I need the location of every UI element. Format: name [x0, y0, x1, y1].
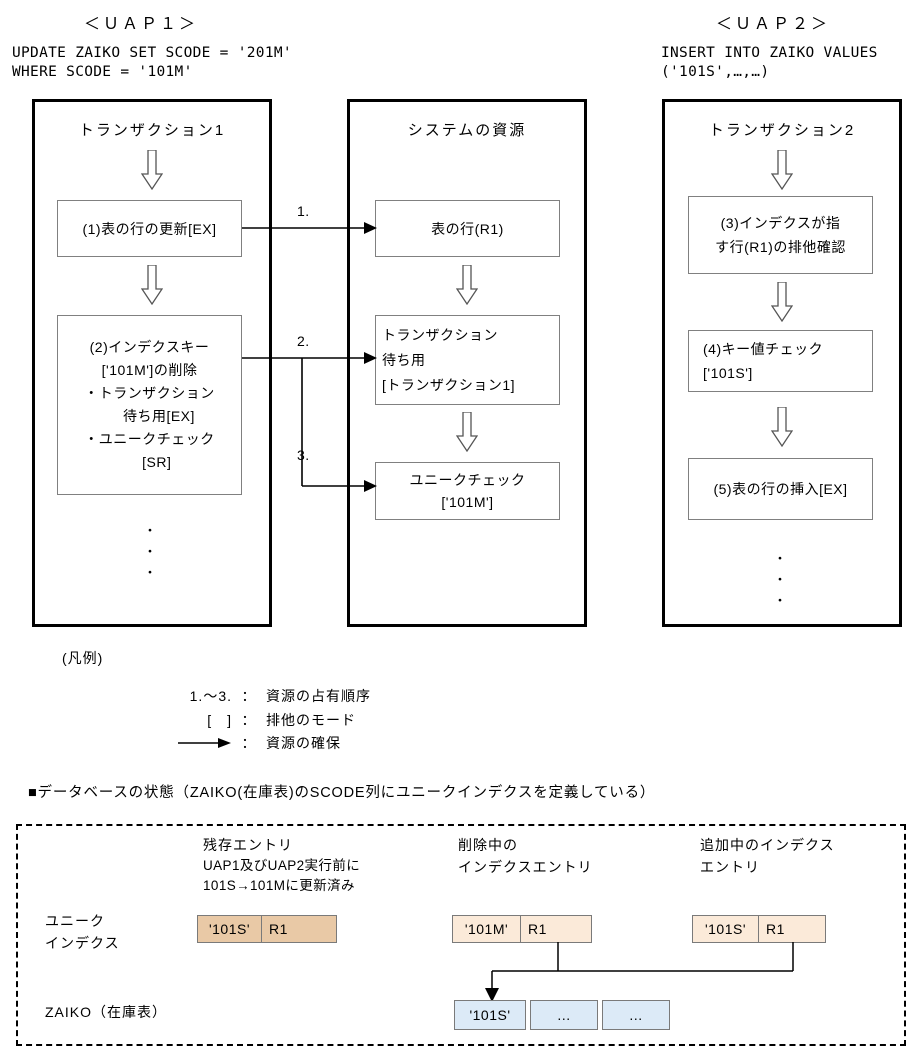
legend-description: 資源の占有順序: [266, 688, 371, 704]
uap2-title: ＜ＵＡＰ２＞: [716, 16, 831, 33]
flow-arrow-down-icon: [140, 264, 164, 306]
zaiko-cell: …: [530, 1000, 598, 1030]
transaction1-title: トランザクション1: [78, 122, 226, 139]
legend-row: ： 資源の確保: [160, 733, 341, 753]
resource-table-row[interactable]: 表の行(R1): [375, 200, 560, 257]
legend-heading: (凡例): [62, 650, 104, 666]
flow-arrow-down-icon: [140, 149, 164, 191]
annotation-title-adding-entry: 追加中のインデクス エントリ: [700, 837, 835, 875]
step-1-update-row[interactable]: (1)表の行の更新[EX]: [57, 200, 242, 257]
connector-label-2: 2.: [297, 333, 310, 349]
zaiko-cell: …: [602, 1000, 670, 1030]
flow-arrow-down-icon: [455, 411, 479, 453]
step-2-delete-index-key[interactable]: (2)インデクスキー ['101M']の削除 ・トランザクション 待ち用[EX]…: [57, 315, 242, 495]
annotation-title-existing-entry: 残存エントリ: [203, 837, 293, 853]
flow-arrow-down-icon: [455, 264, 479, 306]
resource-unique-check[interactable]: ユニークチェック ['101M']: [375, 462, 560, 520]
index-to-row-pointers: [485, 942, 794, 1002]
legend-arrow-icon: [160, 735, 232, 751]
zaiko-cell: '101S': [454, 1000, 526, 1030]
row-label-zaiko-table: ZAIKO（在庫表）: [45, 1004, 168, 1020]
resource-transaction-wait[interactable]: トランザクション 待ち用 [トランザクション1]: [375, 315, 560, 405]
legend-row: 1.～3. ： 資源の占有順序: [160, 686, 371, 706]
flow-arrow-down-icon: [770, 406, 794, 448]
index-entry-existing[interactable]: '101S' R1: [197, 915, 337, 943]
uap2-sql: INSERT INTO ZAIKO VALUES ('101S',…,…): [661, 45, 878, 80]
transaction2-title: トランザクション2: [708, 122, 856, 139]
flow-arrow-down-icon: [770, 149, 794, 191]
database-state-heading: ■データベースの状態（ZAIKO(在庫表)のSCODE列にユニークインデクスを定…: [28, 785, 656, 801]
legend-separator: ：: [241, 712, 257, 728]
transaction1-ellipsis: ・ ・ ・: [143, 523, 157, 580]
connector-label-3: 3.: [297, 447, 310, 463]
transaction2-ellipsis: ・ ・ ・: [773, 551, 787, 608]
database-state-panel: [16, 824, 906, 1046]
step-5-insert-row[interactable]: (5)表の行の挿入[EX]: [688, 458, 873, 520]
uap1-title: ＜ＵＡＰ１＞: [84, 16, 199, 33]
index-entry-key: '101S': [198, 916, 262, 942]
uap1-sql: UPDATE ZAIKO SET SCODE = '201M' WHERE SC…: [12, 45, 292, 80]
system-resources-title: システムの資源: [407, 122, 527, 139]
annotation-note-existing-entry: UAP1及びUAP2実行前に 101S→101Mに更新済み: [203, 858, 361, 893]
resource-acquisition-connectors: [242, 222, 377, 492]
index-entry-adding[interactable]: '101S' R1: [692, 915, 826, 943]
index-entry-key: '101M': [453, 916, 521, 942]
legend-separator: ：: [241, 735, 257, 751]
index-entry-rid: R1: [766, 921, 785, 937]
legend-separator: ：: [241, 688, 257, 704]
flow-arrow-down-icon: [770, 281, 794, 323]
index-entry-rid: R1: [269, 921, 288, 937]
zaiko-table-row[interactable]: '101S' … …: [454, 1000, 670, 1030]
legend-symbol: [ ]: [207, 712, 232, 728]
index-entry-deleting[interactable]: '101M' R1: [452, 915, 592, 943]
connector-label-1: 1.: [297, 203, 310, 219]
index-entry-key: '101S': [693, 916, 759, 942]
row-label-unique-index: ユニーク インデクス: [45, 913, 120, 951]
step-3-check-row-lock[interactable]: (3)インデクスが指 す行(R1)の排他確認: [688, 196, 873, 274]
legend-row: [ ] ： 排他のモード: [160, 710, 356, 730]
legend-symbol: 1.～3.: [189, 688, 232, 704]
step-4-key-value-check[interactable]: (4)キー値チェック ['101S']: [688, 330, 873, 392]
annotation-title-deleting-entry: 削除中の インデクスエントリ: [458, 837, 593, 875]
legend-description: 排他のモード: [266, 712, 356, 728]
legend-description: 資源の確保: [266, 735, 341, 751]
index-entry-rid: R1: [528, 921, 547, 937]
